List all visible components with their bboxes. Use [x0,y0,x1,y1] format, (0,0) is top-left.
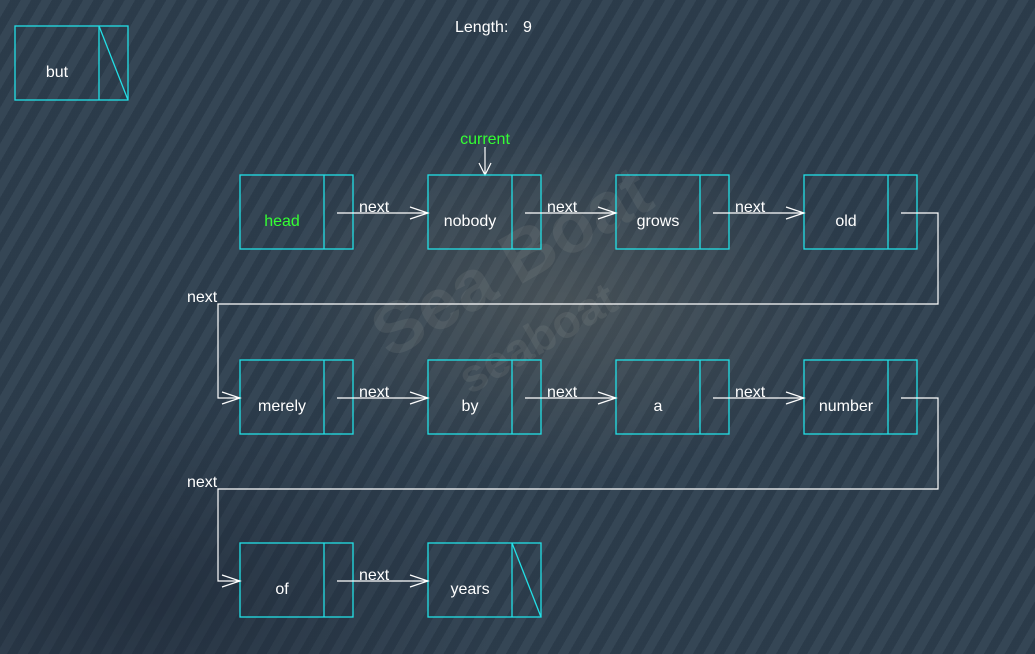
next-link-arrowhead [785,391,806,405]
list-node: nobody [427,174,542,250]
list-node: head [239,174,354,250]
node-box [427,174,542,250]
node-box [239,174,354,250]
node-box [427,359,542,435]
links-layer: next next next next next next next next next [187,199,939,588]
wrap-link-label: next [187,474,218,491]
next-link-label: next [735,199,766,216]
node-box [427,542,542,618]
next-link-label: next [547,384,578,401]
node-label: years [450,581,489,598]
node-label: by [462,398,479,415]
detached-node-label: but [46,64,69,81]
next-link-label: next [735,384,766,401]
node-box [239,542,354,618]
length-label: Length: [455,19,508,36]
node-label: grows [637,213,680,230]
node-box [803,359,918,435]
wrap-link-arrowhead [221,574,242,588]
wrap-link-label: next [187,289,218,306]
list-node: years [427,542,542,618]
current-pointer: current [460,131,510,177]
next-link-label: next [359,567,390,584]
detached-node: but [14,25,129,101]
nodes-layer: head nobody grows old merely by a number of years [239,174,918,618]
length-value: 9 [523,19,532,36]
detached-node-null-mark [98,25,129,101]
wrap-link-line [217,212,939,399]
list-node: a [615,359,730,435]
node-box [615,359,730,435]
node-box [239,359,354,435]
next-link-label: next [547,199,578,216]
next-link-label: next [359,199,390,216]
list-node: merely [239,359,354,435]
node-label: a [654,398,663,415]
next-link-arrowhead [409,574,430,588]
node-label: head [264,213,300,230]
next-link-arrowhead [597,206,618,220]
list-node: old [803,174,918,250]
next-link-arrowhead [409,391,430,405]
node-label: old [835,213,856,230]
list-node: of [239,542,354,618]
node-label: nobody [444,213,497,230]
next-link-arrowhead [597,391,618,405]
node-label: number [819,398,874,415]
next-link-arrowhead [409,206,430,220]
current-pointer-label: current [460,131,510,148]
list-node: number [803,359,918,435]
wrap-link-arrowhead [221,391,242,405]
node-box [803,174,918,250]
next-link-arrowhead [785,206,806,220]
node-box [615,174,730,250]
node-label: of [275,581,289,598]
list-node: grows [615,174,730,250]
list-node: by [427,359,542,435]
next-link-label: next [359,384,390,401]
null-pointer-mark [511,542,542,618]
wrap-link-line [217,397,939,582]
detached-node-box [14,25,129,101]
node-label: merely [258,398,306,415]
